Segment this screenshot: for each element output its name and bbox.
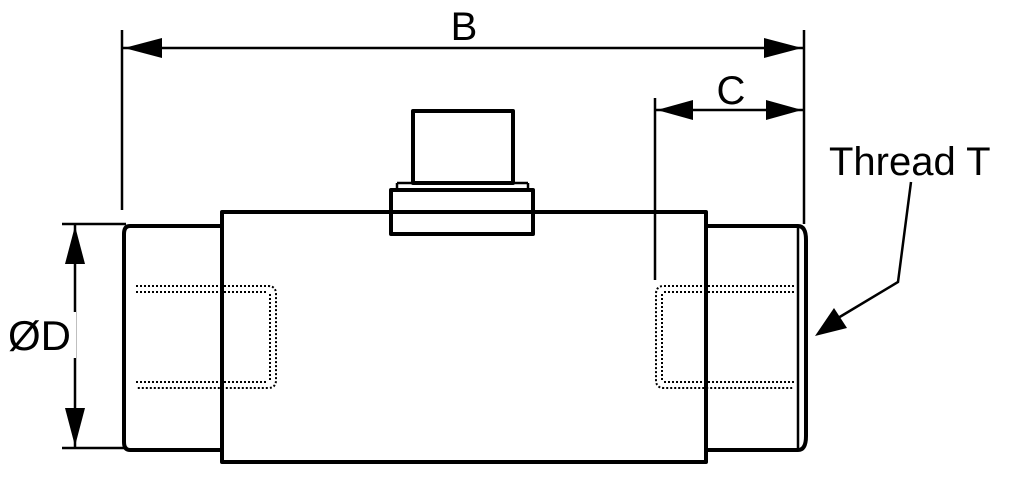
thread-label: Thread T	[829, 140, 991, 184]
connector-head	[411, 109, 515, 185]
dimension-d-arrow-top	[65, 226, 85, 264]
dimension-c-label: C	[717, 69, 746, 113]
dimension-d: ØD	[6, 222, 126, 450]
dimension-d-label: ØD	[8, 312, 71, 359]
thread-leader-arrow	[815, 308, 847, 336]
right-end-fitting	[706, 224, 808, 452]
central-housing	[220, 210, 708, 464]
thread-callout: Thread T	[815, 140, 991, 336]
left-bore-hidden-outline	[136, 285, 277, 389]
thread-leader-line	[837, 181, 913, 320]
left-end-fitting	[122, 224, 222, 452]
dimension-b: B	[120, 5, 806, 224]
dimension-d-label-backing	[6, 312, 76, 358]
hidden-thread-bores	[136, 285, 794, 389]
dimension-c-arrow-right	[766, 100, 802, 120]
right-bore-hidden-outline	[655, 285, 794, 389]
connector-base	[389, 188, 535, 236]
dimension-c: C	[653, 69, 804, 280]
sensor-body	[122, 109, 808, 464]
dimension-b-arrow-right	[764, 38, 802, 58]
dimension-b-arrow-left	[124, 38, 162, 58]
dimension-c-arrow-left	[657, 100, 693, 120]
dimension-d-arrow-bottom	[65, 408, 85, 446]
dimension-b-label: B	[451, 5, 478, 49]
